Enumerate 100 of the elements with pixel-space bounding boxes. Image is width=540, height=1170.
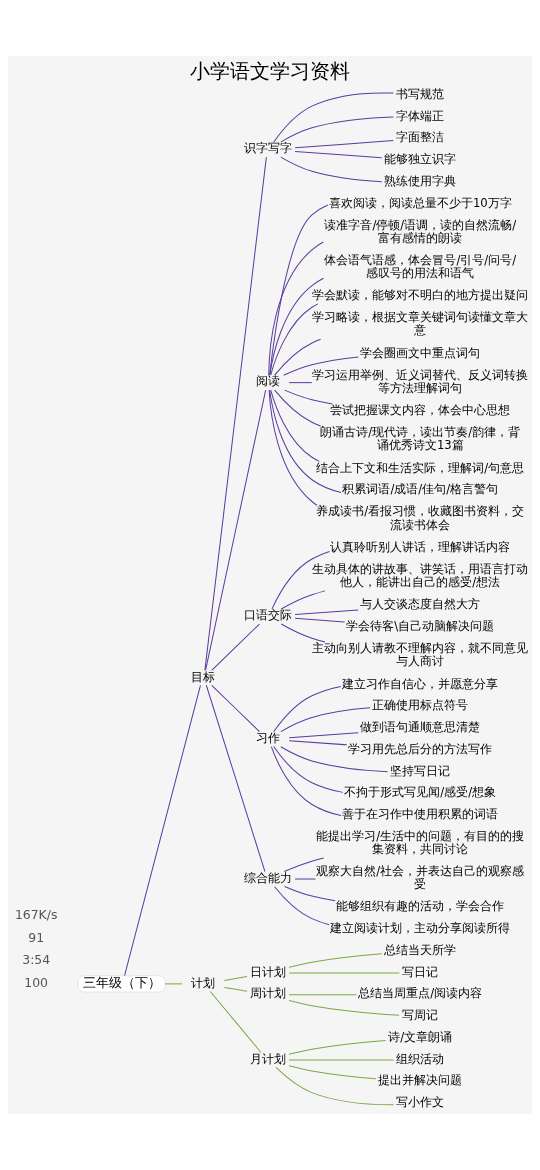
node-text: 字面整洁 bbox=[396, 130, 445, 145]
node-text: 正确使用标点符号 bbox=[372, 698, 469, 713]
connector bbox=[269, 277, 324, 376]
node-text: 识字写字 bbox=[244, 141, 293, 156]
connector bbox=[294, 878, 317, 880]
connector bbox=[269, 204, 329, 376]
connector bbox=[274, 886, 330, 926]
connector bbox=[288, 1059, 394, 1061]
connector bbox=[270, 746, 342, 817]
connector bbox=[280, 116, 394, 143]
node-text: 尝试把握课文内容，体会中心思想 bbox=[330, 403, 511, 418]
node-text: 学习运用举例、近义词替代、反义词转换等方法理解词句 bbox=[312, 367, 529, 395]
node-text: 观察大自然/社会，并表达自己的观察感受 bbox=[316, 864, 525, 892]
node-text: 养成读书/看报习惯，收藏图书资料，交流读书体会 bbox=[316, 504, 525, 532]
node-text: 书写规范 bbox=[396, 86, 445, 101]
node-text: 做到语句通顺意思清楚 bbox=[360, 720, 481, 735]
connector bbox=[283, 857, 325, 873]
node-text: 不拘于形式写见闻/感受/想象 bbox=[344, 785, 497, 800]
node-text: 计划 bbox=[191, 975, 216, 990]
connector bbox=[271, 550, 330, 610]
connector bbox=[283, 356, 359, 376]
connector bbox=[294, 609, 359, 616]
connector bbox=[275, 1066, 394, 1106]
label: 91 bbox=[28, 929, 45, 945]
node-text: 总结当天所学 bbox=[384, 942, 457, 957]
connector bbox=[288, 953, 383, 968]
connector bbox=[270, 303, 319, 376]
node-text: 学会默读，能够对不明白的地方提出疑问 bbox=[312, 288, 529, 303]
connector bbox=[284, 885, 336, 902]
connector bbox=[274, 389, 322, 427]
connector bbox=[268, 241, 324, 376]
connector bbox=[288, 732, 359, 739]
connector bbox=[211, 684, 260, 733]
node-text: 善于在习作中使用积累的词语 bbox=[342, 807, 499, 822]
connector bbox=[280, 746, 389, 773]
node-text: 建立阅读计划，主动分享阅读所得 bbox=[330, 921, 511, 936]
node-text: 体会语气语感，体会冒号/引号/问号/感叹号的用法和语气 bbox=[324, 252, 517, 280]
connector bbox=[273, 746, 344, 793]
node-text: 读准字音/停顿/语调，读的自然流畅/富有感情的朗读 bbox=[324, 217, 517, 246]
node-text: 学习略读，根据文章关键词句读懂文章大意 bbox=[312, 310, 529, 338]
connector bbox=[164, 983, 183, 985]
node-text: 学会待客\自己动脑解决问题 bbox=[346, 619, 495, 634]
connector bbox=[280, 707, 371, 733]
connector bbox=[288, 1039, 387, 1055]
node-text: 阅读 bbox=[256, 374, 281, 389]
node-text: 目标 bbox=[191, 669, 216, 684]
node-text: 口语交际 bbox=[244, 608, 293, 623]
node-text: 组织活动 bbox=[396, 1051, 445, 1066]
connector bbox=[294, 151, 383, 159]
node-text: 总结当周重点/阅读内容 bbox=[358, 986, 483, 1001]
connector bbox=[273, 92, 394, 143]
node-text: 写日记 bbox=[402, 964, 439, 979]
node-text: 喜欢阅读，阅读总量不少于10万字 bbox=[328, 195, 512, 210]
connector bbox=[269, 389, 342, 493]
node-text: 主动向别人请教不理解内容，就不同意见与人商讨 bbox=[312, 641, 529, 669]
node-text: 朗诵古诗/现代诗，读出节奏/韵律，背诵优秀诗文13篇 bbox=[320, 425, 521, 453]
node-text: 熟练使用字典 bbox=[384, 173, 457, 188]
connector bbox=[205, 684, 266, 873]
node-text: 能够组织有趣的活动，学会合作 bbox=[336, 899, 505, 914]
connector bbox=[209, 990, 262, 1053]
connector bbox=[280, 590, 326, 610]
connector bbox=[124, 684, 201, 977]
node-text: 周计划 bbox=[250, 986, 287, 1001]
connector bbox=[284, 389, 333, 405]
connector bbox=[205, 389, 267, 671]
label: 167K/s bbox=[14, 907, 58, 923]
connector bbox=[268, 389, 318, 506]
node-text: 综合能力 bbox=[244, 870, 293, 885]
node-text: 积累词语/成语/佳句/格言警句 bbox=[342, 482, 499, 497]
connector bbox=[288, 1000, 400, 1016]
connector bbox=[204, 156, 267, 671]
node-text: 与人交谈态度自然大方 bbox=[360, 597, 481, 612]
node-text: 生动具体的讲故事、讲笑话，用语言打动他人，能讲出自己的感受/想法 bbox=[312, 561, 529, 590]
connector bbox=[211, 623, 260, 671]
label: 100 bbox=[24, 974, 49, 990]
node-text: 结合上下文和生活实际，理解词/句意思 bbox=[316, 460, 525, 475]
connector bbox=[288, 382, 313, 384]
node-text: 学会圈画文中重点词句 bbox=[360, 345, 481, 360]
connector bbox=[288, 1065, 377, 1080]
node-text: 认真聆听别人讲话，理解讲话内容 bbox=[330, 539, 511, 554]
connector bbox=[223, 976, 248, 981]
node-text: 写小作文 bbox=[396, 1095, 445, 1110]
connector bbox=[280, 623, 326, 643]
node-text: 坚持写日记 bbox=[390, 763, 451, 778]
label: 3:54 bbox=[22, 952, 51, 968]
node-text: 提出并解决问题 bbox=[378, 1073, 463, 1088]
connector bbox=[294, 617, 346, 623]
connector bbox=[288, 994, 358, 996]
connector bbox=[274, 338, 322, 376]
connector bbox=[288, 740, 348, 746]
node-text: 写周记 bbox=[402, 1008, 439, 1023]
connector bbox=[270, 389, 320, 462]
connector bbox=[288, 972, 400, 974]
node-text: 能提出学习/生活中的问题，有目的的搜集资料，共同讨论 bbox=[316, 829, 525, 857]
node-text: 习作 bbox=[256, 730, 281, 745]
node-text: 诗/文章朗诵 bbox=[388, 1029, 453, 1044]
connector bbox=[294, 140, 394, 149]
node-text: 能够独立识字 bbox=[384, 152, 457, 167]
node-text: 学习用先总后分的方法写作 bbox=[348, 741, 493, 756]
node-text: 日计划 bbox=[250, 964, 287, 979]
